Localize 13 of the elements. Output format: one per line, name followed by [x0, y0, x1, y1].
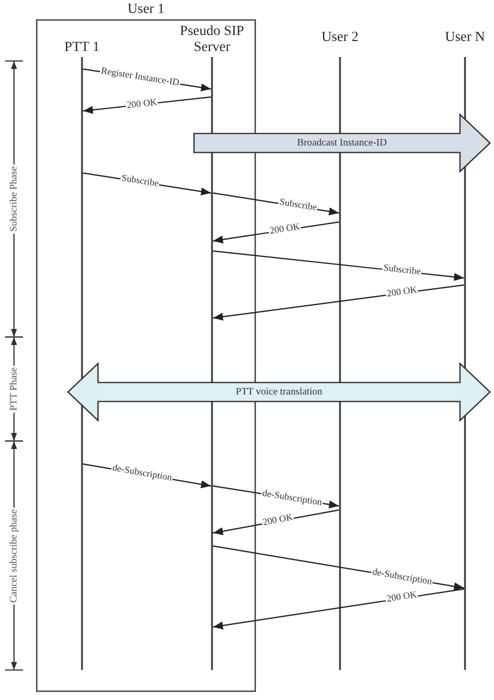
participant-label: User N	[444, 30, 486, 46]
phase-label: PTT Phase	[8, 365, 20, 413]
boundary-label: User 1	[128, 2, 164, 18]
double-block-arrow	[67, 362, 491, 422]
phase-label: Subscribe Phase	[8, 164, 20, 234]
participant-label: User 2	[322, 30, 358, 46]
participant-label: PTT 1	[64, 40, 100, 56]
participant-label: Pseudo SIP Server	[178, 24, 246, 56]
edge-label: Broadcast Instance-ID	[297, 138, 387, 148]
phase-label: Cancel subscribe phase	[8, 506, 20, 604]
edge-label: PTT voice translation	[236, 386, 322, 398]
block-arrow	[193, 112, 491, 174]
system-boundary-box	[36, 2, 256, 692]
